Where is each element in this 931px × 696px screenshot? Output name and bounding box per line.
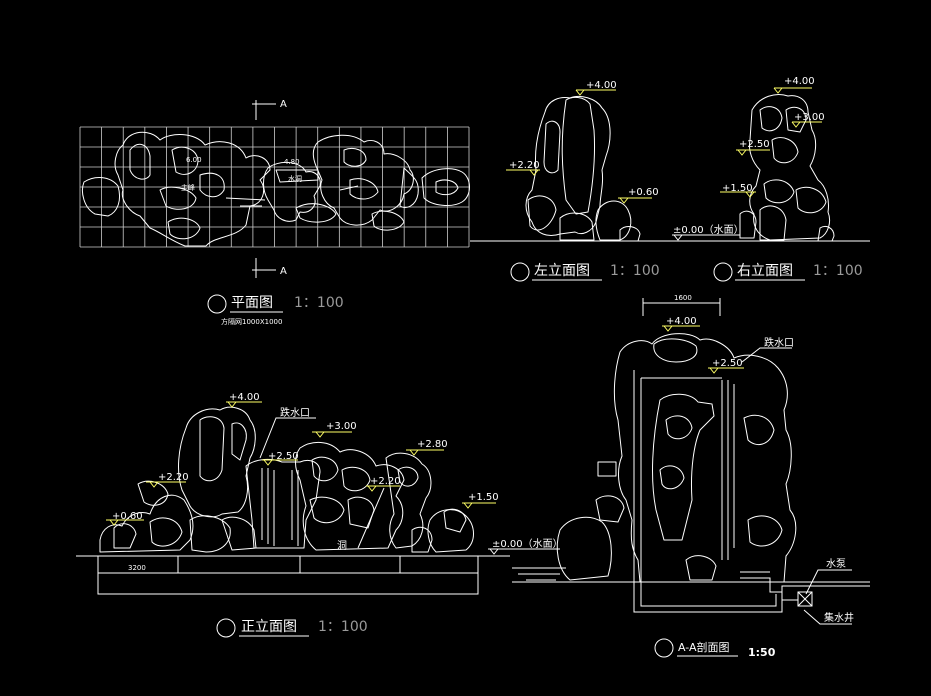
front-elev-water: ±0.00（水面） [492, 538, 563, 550]
section-outlet-label: 跌水口 [764, 336, 794, 349]
front-elev-title-bubble [216, 618, 236, 638]
pump-symbol [797, 591, 813, 607]
plan-grid-note: 方隔网1000X1000 [221, 317, 282, 326]
front-elev-300: +3.00 [326, 421, 357, 432]
front-elev-title: 正立面图 [241, 619, 297, 635]
plan-title: 平面图 [231, 295, 273, 311]
section-width-dim: 1600 [674, 294, 692, 302]
section-sump-label: 集水井 [824, 611, 854, 624]
front-elevation: 3200 +4.00 +3.00 + [76, 392, 563, 638]
plan-title-bubble [207, 294, 227, 314]
section-elev-top: +4.00 [666, 316, 697, 327]
plan-rock-outlines [81, 131, 470, 247]
plan-grid [79, 126, 470, 248]
right-elev-250: +2.50 [739, 139, 770, 150]
left-elev-title-bubble [510, 262, 530, 282]
front-base-outline [97, 555, 479, 595]
left-elev-scale: 1：100 [610, 263, 660, 279]
front-elev-060: +0.60 [112, 511, 143, 522]
left-elev-title: 左立面图 [534, 263, 590, 279]
front-elev-220b: +2.20 [370, 476, 401, 487]
section-title-bubble [654, 638, 674, 658]
right-elev-top: +4.00 [784, 76, 815, 87]
right-elev-scale: 1：100 [813, 263, 863, 279]
front-elev-280: +2.80 [417, 439, 448, 450]
right-elev-150: +1.50 [722, 183, 753, 194]
section-mark-top: A [280, 99, 287, 110]
plan-main-peak-label: 主峰 [181, 183, 195, 192]
left-elev-mid: +2.20 [509, 160, 540, 171]
front-elev-scale: 1：100 [318, 619, 368, 635]
section-mark-bottom: A [280, 266, 287, 277]
front-base-width: 3200 [128, 564, 146, 572]
front-elev-top: +4.00 [229, 392, 260, 403]
left-elev-low: +0.60 [628, 187, 659, 198]
plan-peak-elevation: 6.00 [186, 156, 202, 164]
front-elev-150: +1.50 [468, 492, 499, 503]
section-pump-label: 水泵 [826, 558, 846, 570]
front-cave-label: 洞 [337, 540, 347, 552]
right-elevation: +4.00 +3.00 +2.50 +1.50 右立面图 1：100 [713, 76, 863, 282]
plan-elevation-480: 4.80 [284, 158, 300, 166]
plan-scale: 1：100 [294, 295, 344, 311]
front-elev-250: +2.50 [268, 451, 299, 462]
plan-cave-label: 水洞 [288, 174, 302, 183]
section-scale: 1:50 [748, 646, 776, 659]
front-elev-220a: +2.20 [158, 472, 189, 483]
right-elev-title-bubble [713, 262, 733, 282]
left-elev-water: ±0.00（水面） [673, 224, 744, 236]
plan-view: A A 6.00 主峰 4.80 水洞 平面图 1：100 方隔网1000X10… [79, 99, 470, 326]
right-elev-300: +3.00 [794, 112, 825, 123]
left-elevation: +4.00 +2.20 +0.60 ±0.00（水面） 左立面图 1：100 [470, 80, 870, 282]
section-elev-250: +2.50 [712, 358, 743, 369]
front-outlet-label: 跌水口 [280, 406, 310, 419]
section-aa: 1600 +4.00 +2.50 [512, 294, 870, 659]
right-elev-title: 右立面图 [737, 263, 793, 279]
section-title: A-A剖面图 [678, 640, 730, 654]
left-elev-top: +4.00 [586, 80, 617, 91]
